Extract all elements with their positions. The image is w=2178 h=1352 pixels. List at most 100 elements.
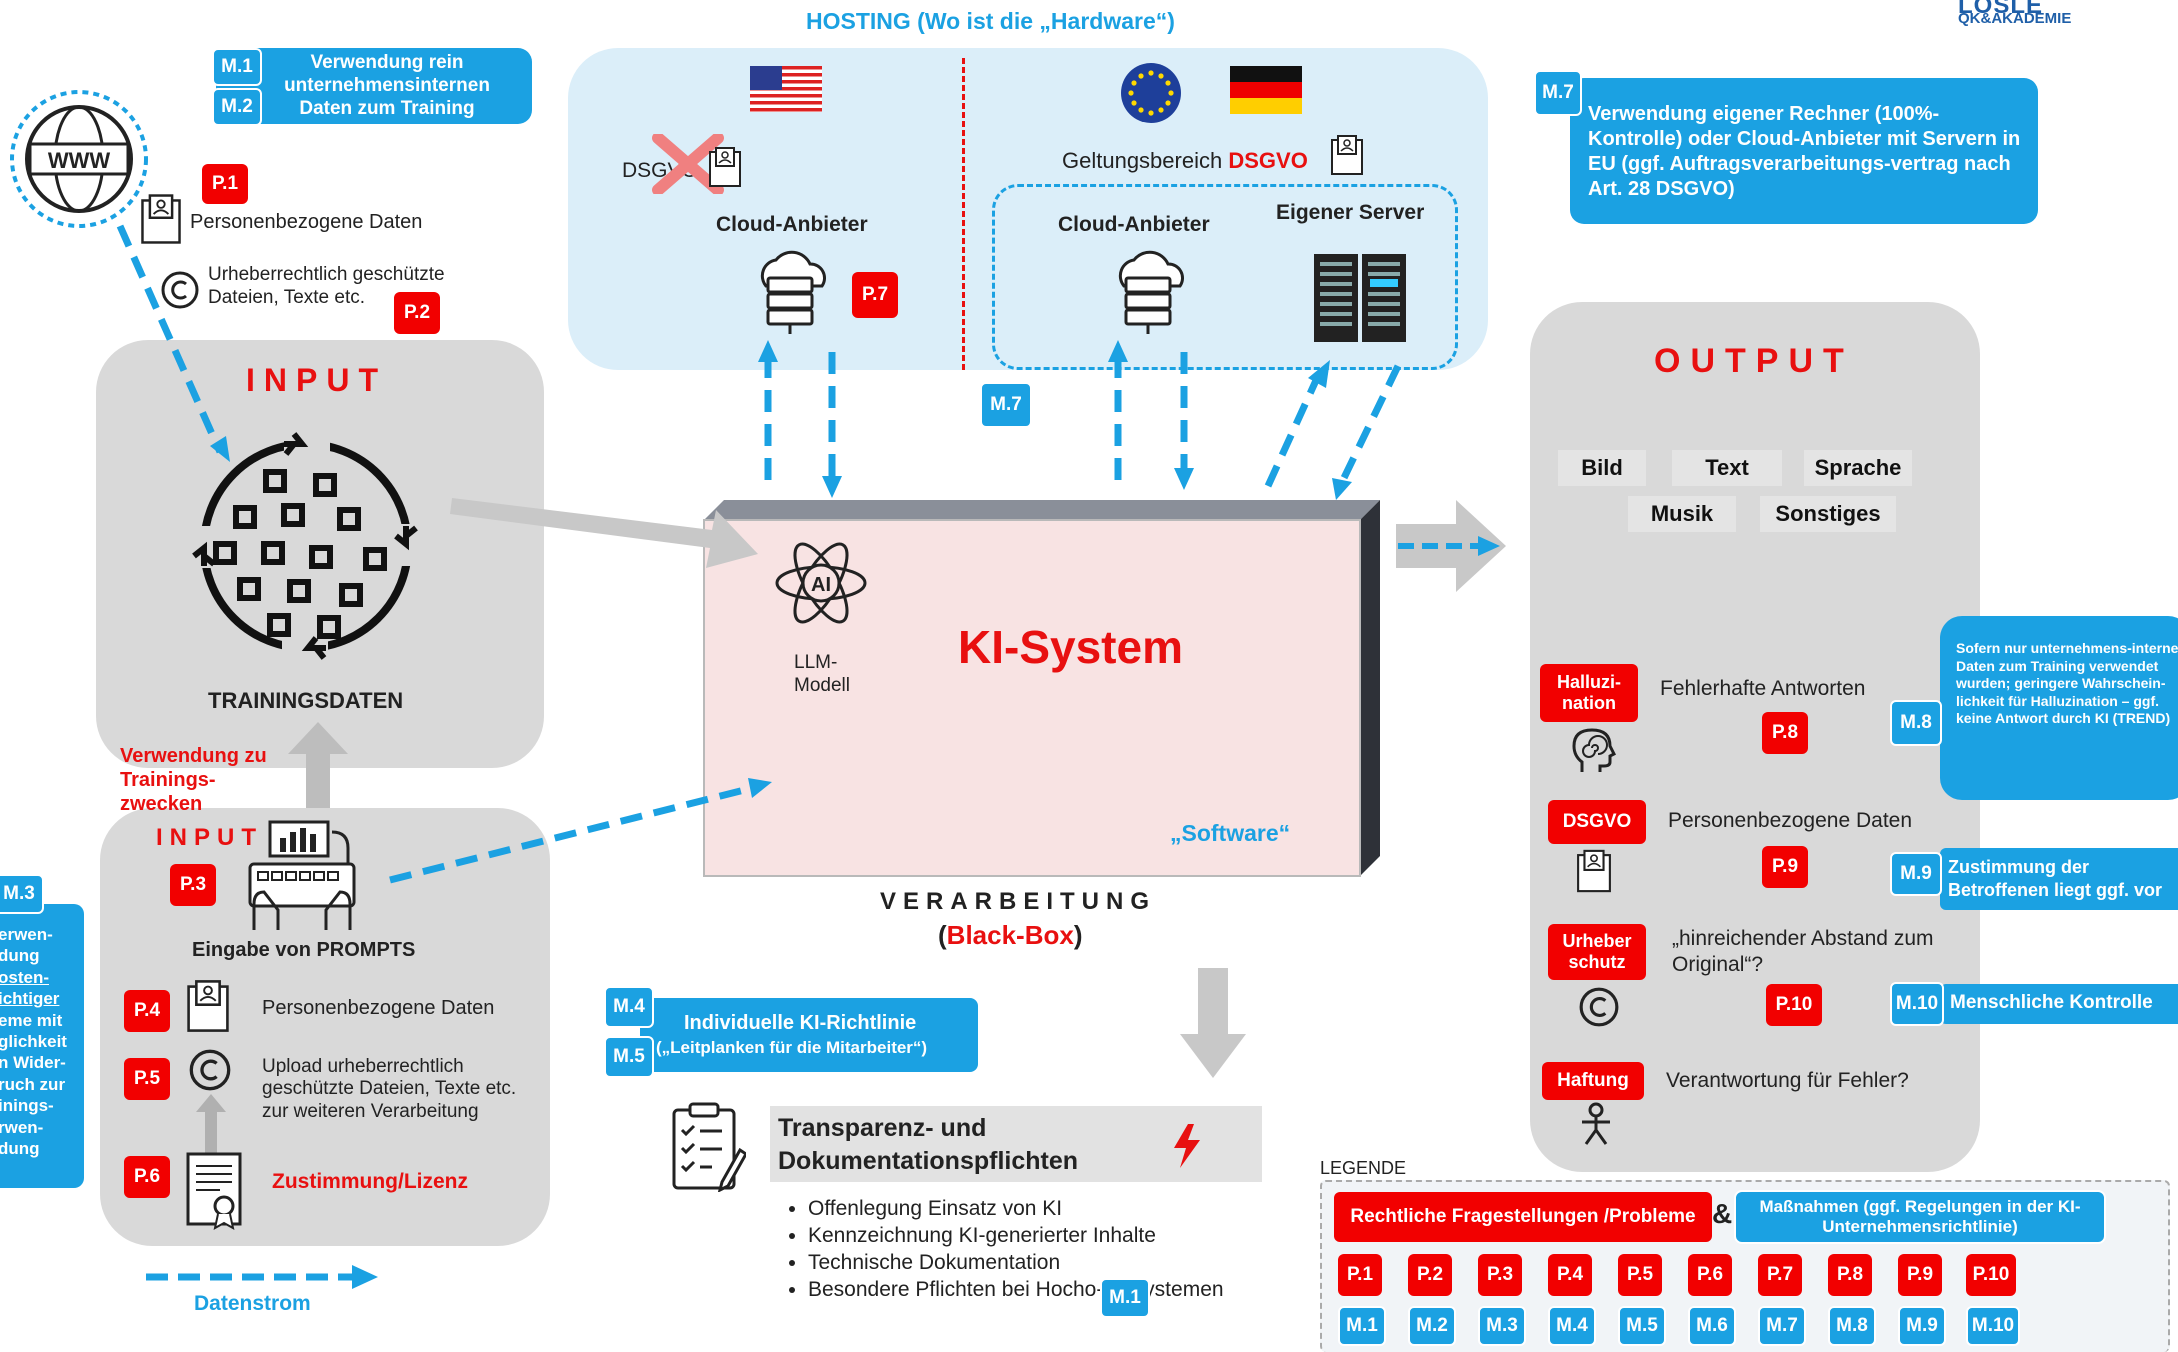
personal-data-icon (709, 147, 741, 187)
m4-m5-note (640, 998, 978, 1072)
legend-tag-m5: M.5 (1618, 1306, 1666, 1346)
m3-note (0, 904, 84, 1188)
personal-data-icon (187, 980, 229, 1032)
blackbox-open: ( (938, 920, 947, 950)
dsgvo-scope-label: Geltungsbereich DSGVO (1062, 148, 1308, 174)
transparency-list: Offenlegung Einsatz von KI Kennzeichnung… (780, 1196, 1328, 1304)
m7-note (1570, 78, 2038, 224)
legend-blue-label: Maßnahmen (ggf. Regelungen in der KI-Unt… (1734, 1190, 2106, 1244)
server-rack-icon (1314, 254, 1406, 342)
m7-text: Verwendung eigener Rechner (100%-Kontrol… (1588, 103, 2021, 200)
training-data-icon (190, 430, 422, 662)
ai-atom-icon: AI (775, 542, 867, 624)
blackbox-label: (Black-Box) (938, 920, 1083, 951)
prompts-label: Eingabe von PROMPTS (192, 939, 416, 961)
tag-m2: M.2 (212, 88, 262, 126)
m3-line: glichkeit (0, 1032, 67, 1052)
personal-data-icon (141, 194, 181, 244)
output-chip-image: Bild (1558, 450, 1646, 486)
tag-m1-transparency: M.1 (1100, 1278, 1150, 1318)
legend-tag-m3: M.3 (1478, 1306, 1526, 1346)
globe-www-icon: WWW (10, 90, 148, 228)
m10-note (1940, 984, 2178, 1024)
p4-text: Personenbezogene Daten (262, 997, 495, 1019)
legend-tag-m7: M.7 (1758, 1306, 1806, 1346)
legend-red-label: Rechtliche Fragestellungen /Probleme (1334, 1192, 1712, 1242)
legend-tag-m6: M.6 (1688, 1306, 1736, 1346)
transparency-item: Offenlegung Einsatz von KI (808, 1196, 1328, 1223)
tag-p5: P.5 (124, 1058, 170, 1100)
legend-tag-m4: M.4 (1548, 1306, 1596, 1346)
tag-m7-hosting: M.7 (980, 382, 1032, 428)
cloud-server-eu-icon (1118, 250, 1184, 334)
personal-data-icon (1577, 849, 1611, 893)
transparency-item-part: Besondere Pflichten bei Hoch (808, 1277, 1085, 1301)
svg-text:AI: AI (811, 574, 831, 596)
software-label: „Software“ (1170, 820, 1291, 846)
ki-system-title: KI-System (958, 621, 1183, 673)
cloud-server-us-icon (760, 250, 826, 334)
tag-p6: P.6 (124, 1156, 170, 1198)
input-panel (96, 340, 544, 768)
tag-m5: M.5 (604, 1036, 654, 1078)
input-heading: INPUT (246, 362, 387, 398)
arrow-ki-to-output (1396, 500, 1506, 592)
personal-data-icon (1331, 135, 1363, 175)
risk-liability-tag: Haftung (1542, 1062, 1644, 1100)
tag-m8: M.8 (1890, 700, 1942, 746)
training-data-label: TRAININGSDATEN (208, 688, 404, 713)
legend-tag-p6: P.6 (1688, 1254, 1732, 1296)
legend-tag-p4: P.4 (1548, 1254, 1592, 1296)
tag-p2: P.2 (394, 292, 440, 334)
svg-text:WWW: WWW (48, 148, 111, 173)
logo-subline: QK&AKADEMIE (1958, 10, 2072, 27)
dsgvo-output-text: Personenbezogene Daten (1668, 809, 1913, 832)
tag-p1: P.1 (202, 164, 248, 204)
p6-text: Zustimmung/Lizenz (272, 1170, 468, 1193)
data-flow-arrow (146, 1265, 378, 1289)
certificate-icon (186, 1152, 242, 1230)
cross-icon (652, 134, 724, 194)
tag-m1: M.1 (212, 48, 262, 86)
legend-tag-p5: P.5 (1618, 1254, 1662, 1296)
transparency-item: Kennzeichnung KI-generierter Inhalte (808, 1223, 1328, 1250)
m9-text: Zustimmung der Betroffenen liegt ggf. vo… (1948, 857, 2163, 900)
scope-prefix: Geltungsbereich (1062, 148, 1223, 173)
eu-flag-icon (1121, 63, 1181, 123)
risk-copyright-tag: Urheber schutz (1548, 924, 1646, 980)
copyright-output-text: „hinreichender Abstand zum Original“? (1672, 927, 1934, 976)
tag-p3: P.3 (170, 864, 216, 906)
tag-p9: P.9 (1762, 846, 1808, 888)
legend-tag-m2: M.2 (1408, 1306, 1456, 1346)
m3-text: erwen- dung osten- ichtiger eme mit glic… (0, 924, 82, 1159)
web-copyright-text: Urheberrechtlich geschützte Dateien, Tex… (208, 264, 445, 308)
training-usage-label: Verwendung zu Trainings-zwecken (120, 745, 267, 815)
m1-m2-note (216, 48, 532, 124)
legend-amp: & (1712, 1198, 1733, 1229)
hosting-divider (962, 58, 965, 370)
keyboard-prompt-icon (248, 820, 356, 930)
m3-line: rwen- (0, 1117, 44, 1137)
output-chip-music: Musik (1628, 496, 1736, 532)
tag-m4: M.4 (604, 986, 654, 1028)
logo: LOSLE (1958, 0, 2043, 20)
logo-line1: LOSLE (1958, 0, 2044, 19)
blackbox-text: Black-Box (946, 920, 1074, 950)
arrow-input-to-ki (450, 498, 758, 568)
own-server-label: Eigener Server (1276, 201, 1425, 224)
tag-p8: P.8 (1762, 712, 1808, 754)
lightning-icon (1174, 1124, 1200, 1168)
m3-line: eme mit (0, 1010, 63, 1030)
transparency-item: Technische Dokumentation (808, 1250, 1328, 1277)
eu-scope-region (992, 184, 1458, 370)
copyright-icon (1579, 987, 1619, 1027)
output-chip-speech: Sprache (1804, 450, 1912, 486)
legend-tag-p3: P.3 (1478, 1254, 1522, 1296)
output-heading: OUTPUT (1654, 342, 1854, 380)
web-personal-data: Personenbezogene Daten (190, 211, 423, 233)
tag-p7: P.7 (852, 272, 898, 318)
risk-dsgvo-tag: DSGVO (1548, 800, 1646, 844)
copyright-icon (189, 1049, 231, 1091)
cloud-provider-eu-label: Cloud-Anbieter (1058, 213, 1210, 236)
